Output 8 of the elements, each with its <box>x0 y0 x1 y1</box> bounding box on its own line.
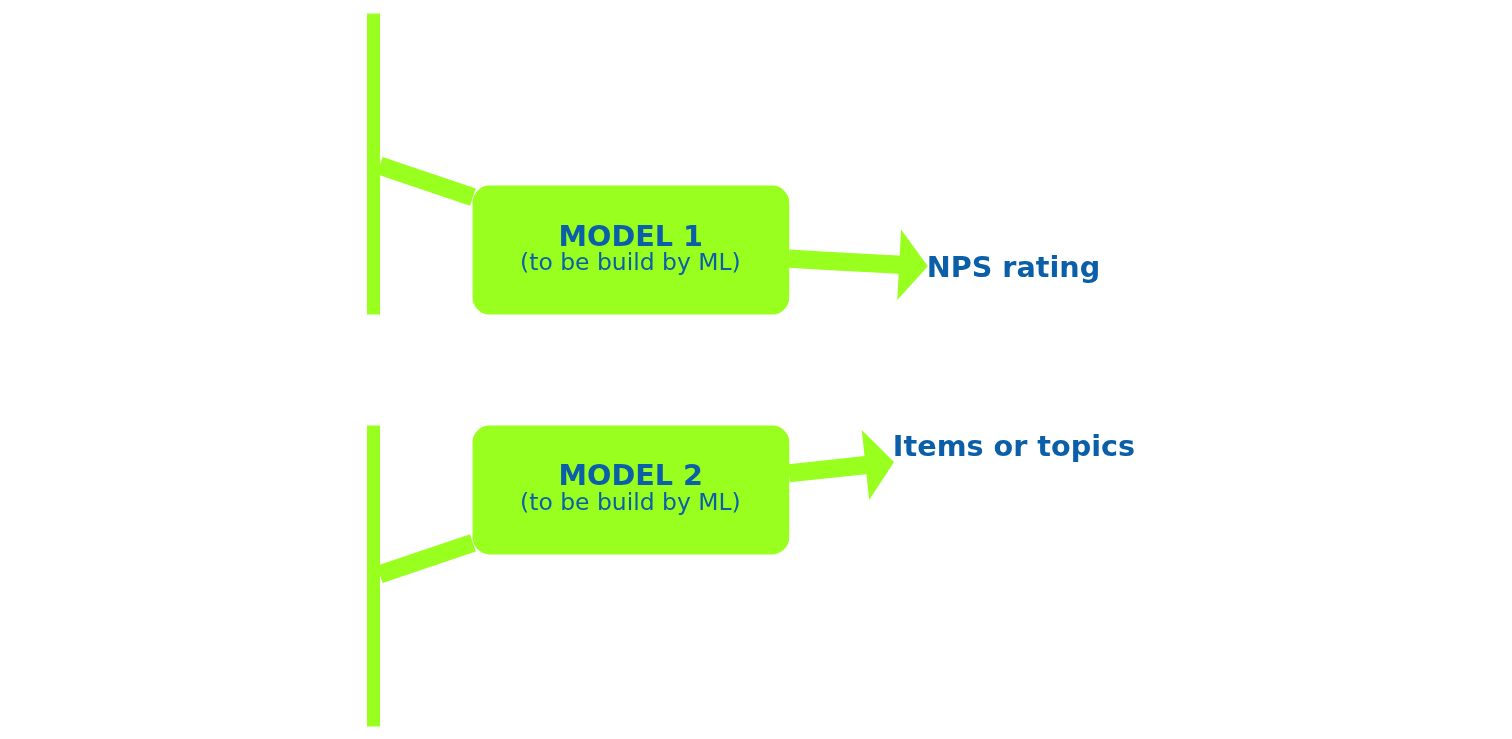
arrow <box>787 429 895 500</box>
node-text: NPS rating <box>926 249 1101 284</box>
node-bar <box>367 13 380 315</box>
node-box: MODEL 1 (to be build by ML) <box>472 185 790 315</box>
node-text: Items or topics <box>892 427 1136 462</box>
node-bar <box>367 424 380 726</box>
node-box: MODEL 2 (to be build by ML) <box>472 424 790 554</box>
arrow <box>788 229 928 300</box>
